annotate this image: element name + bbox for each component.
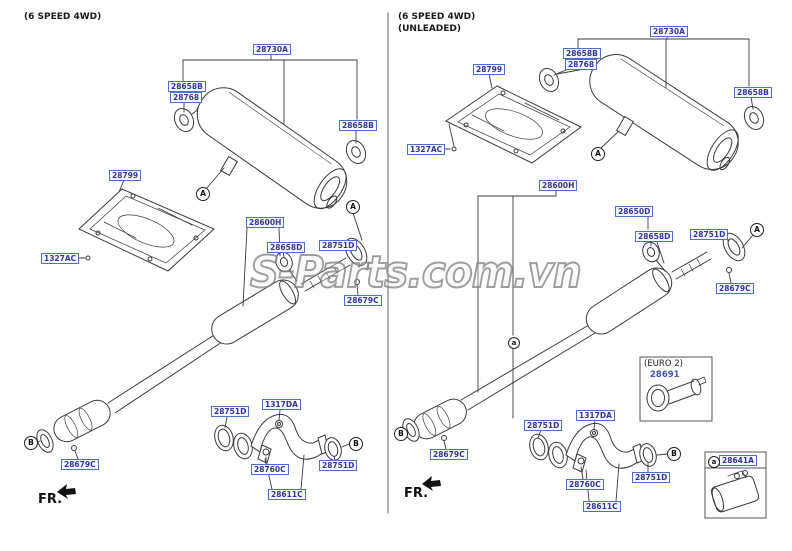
- callout-28679C-right-1[interactable]: 28679C: [716, 283, 754, 294]
- callout-28760C-left[interactable]: 28760C: [251, 464, 289, 475]
- marker-a-right-pipe: a: [508, 337, 520, 349]
- front-direction-label-right: FR.: [404, 486, 429, 501]
- right-section-title-line2: (UNLEADED): [398, 24, 462, 34]
- front-direction-label-left: FR.: [38, 492, 63, 507]
- callout-28751D-right-2[interactable]: 28751D: [524, 420, 563, 431]
- euro2-caption: (EURO 2): [644, 359, 683, 369]
- callout-28730A-right[interactable]: 28730A: [650, 26, 688, 37]
- marker-B-right-2: B: [667, 447, 681, 461]
- callout-28611C-left[interactable]: 28611C: [268, 489, 306, 500]
- callout-28611C-right[interactable]: 28611C: [583, 501, 621, 512]
- callout-28768-left[interactable]: 28768: [170, 92, 203, 103]
- marker-B-left-2: B: [349, 437, 363, 451]
- callout-28751D-left-1[interactable]: 28751D: [319, 240, 358, 251]
- callout-28658D-right[interactable]: 28658D: [635, 231, 674, 242]
- callout-28658B-left-2[interactable]: 28658B: [339, 120, 377, 131]
- callout-28679C-right-2[interactable]: 28679C: [430, 449, 468, 460]
- right-section-title-line1: (6 SPEED 4WD): [398, 12, 476, 22]
- callout-28730A-left[interactable]: 28730A: [253, 44, 291, 55]
- callout-28658D-left[interactable]: 28658D: [267, 242, 306, 253]
- callout-28691-right[interactable]: 28691: [650, 370, 680, 380]
- callout-28751D-left-3[interactable]: 28751D: [319, 460, 358, 471]
- marker-A-right-2: A: [750, 223, 764, 237]
- left-section-title: (6 SPEED 4WD): [24, 12, 102, 22]
- callout-1317DA-left[interactable]: 1317DA: [262, 399, 301, 410]
- callout-28751D-left-2[interactable]: 28751D: [211, 406, 250, 417]
- callout-28679C-left-2[interactable]: 28679C: [61, 459, 99, 470]
- marker-B-right-1: B: [394, 427, 408, 441]
- callout-28751D-right-1[interactable]: 28751D: [690, 229, 729, 240]
- callout-28679C-left-1[interactable]: 28679C: [344, 295, 382, 306]
- marker-A-left-1: A: [196, 187, 210, 201]
- callout-1327AC-right[interactable]: 1327AC: [407, 144, 446, 155]
- marker-A-right-1: A: [591, 147, 605, 161]
- callout-28799-left[interactable]: 28799: [109, 170, 142, 181]
- callout-1327AC-left[interactable]: 1327AC: [41, 253, 80, 264]
- marker-B-left-1: B: [24, 436, 38, 450]
- callout-28799-right[interactable]: 28799: [473, 64, 506, 75]
- callout-28600H-left[interactable]: 28600H: [246, 217, 285, 228]
- callout-28760C-right[interactable]: 28760C: [566, 479, 604, 490]
- callout-1317DA-right[interactable]: 1317DA: [576, 410, 615, 421]
- callout-28751D-right-3[interactable]: 28751D: [632, 472, 671, 483]
- callout-28768-right[interactable]: 28768: [565, 59, 598, 70]
- callout-28641A-legend[interactable]: 28641A: [719, 455, 757, 466]
- marker-A-left-2: A: [346, 200, 360, 214]
- callout-28658B-left-1[interactable]: 28658B: [168, 81, 206, 92]
- callout-28658B-right-2[interactable]: 28658B: [734, 87, 772, 98]
- callout-28600H-right[interactable]: 28600H: [539, 180, 578, 191]
- callout-28658B-right-1[interactable]: 28658B: [563, 48, 601, 59]
- callout-28650D-right[interactable]: 28650D: [615, 206, 654, 217]
- marker-a-legend: a: [708, 456, 720, 468]
